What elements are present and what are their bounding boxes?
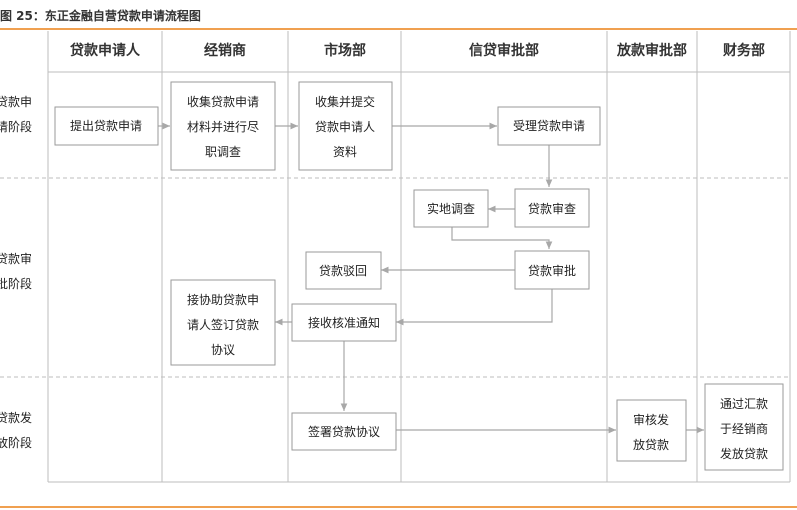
- svg-text:资料: 资料: [333, 145, 357, 159]
- svg-text:放贷款: 放贷款: [633, 437, 669, 452]
- svg-text:协议: 协议: [211, 342, 235, 357]
- flow-box-receive-notice: 接收核准通知: [291, 303, 397, 342]
- svg-text:实地调查: 实地调查: [427, 201, 475, 216]
- flow-box-submit-application: 提出贷款申请: [54, 106, 159, 146]
- svg-text:于经销商: 于经销商: [720, 421, 768, 436]
- flow-box-loan-rejected: 贷款驳回: [305, 251, 382, 290]
- flow-box-assist-signing: 接协助贷款申 请人签订贷款 协议: [170, 279, 276, 366]
- svg-text:贷款驳回: 贷款驳回: [319, 264, 367, 278]
- column-header-disbursement-approval: 放款审批部: [616, 42, 687, 59]
- stage-label-disbursement-l2: 放阶段: [0, 435, 32, 450]
- svg-text:通过汇款: 通过汇款: [720, 397, 768, 411]
- svg-text:收集并提交: 收集并提交: [315, 94, 375, 109]
- svg-text:签署贷款协议: 签署贷款协议: [308, 424, 380, 439]
- flow-box-submit-materials: 收集并提交 贷款申请人 资料: [298, 81, 393, 171]
- stage-label-application-l1: 贷款申: [0, 95, 32, 109]
- svg-text:职调查: 职调查: [205, 145, 241, 159]
- flow-box-loan-review: 贷款审查: [514, 188, 590, 228]
- svg-text:受理贷款申请: 受理贷款申请: [513, 119, 585, 133]
- column-header-marketing: 市场部: [324, 42, 366, 59]
- stage-label-disbursement-l1: 贷款发: [0, 410, 32, 425]
- column-header-credit-approval: 信贷审批部: [469, 42, 539, 59]
- stage-label-approval-l2: 批阶段: [0, 276, 32, 291]
- flow-box-review-disburse: 审核发 放贷款: [616, 399, 687, 462]
- figure-caption: 图 25：东正金融自营贷款申请流程图: [0, 9, 201, 23]
- svg-text:贷款申请人: 贷款申请人: [315, 120, 375, 134]
- column-header-applicant: 贷款申请人: [70, 42, 141, 59]
- column-headers: 贷款申请人 经销商 市场部 信贷审批部 放款审批部 财务部: [70, 42, 765, 59]
- flow-box-collect-materials: 收集贷款申请 材料并进行尽 职调查: [170, 81, 276, 171]
- svg-text:材料并进行尽: 材料并进行尽: [187, 120, 259, 134]
- svg-text:接收核准通知: 接收核准通知: [308, 315, 380, 330]
- column-header-finance: 财务部: [722, 42, 765, 59]
- svg-text:接协助贷款申: 接协助贷款申: [187, 292, 259, 307]
- flow-box-remit-disburse: 通过汇款 于经销商 发放贷款: [704, 383, 784, 471]
- flow-box-loan-approval: 贷款审批: [514, 250, 590, 290]
- svg-text:发放贷款: 发放贷款: [720, 446, 768, 461]
- flow-arrows: [158, 122, 704, 434]
- flow-box-sign-agreement: 签署贷款协议: [291, 412, 397, 451]
- svg-text:贷款审批: 贷款审批: [528, 263, 576, 278]
- flow-box-accept-application: 受理贷款申请: [497, 106, 601, 146]
- svg-text:贷款审查: 贷款审查: [528, 201, 576, 216]
- stage-label-approval-l1: 贷款审: [0, 251, 32, 266]
- swimlane-grid: [0, 31, 791, 483]
- arrow-site-to-approval: [451, 227, 553, 249]
- column-header-dealer: 经销商: [204, 42, 246, 59]
- svg-text:审核发: 审核发: [633, 412, 669, 427]
- stage-labels: 贷款申 请阶段 贷款审 批阶段 贷款发 放阶段: [0, 95, 32, 450]
- svg-text:提出贷款申请: 提出贷款申请: [70, 118, 142, 133]
- svg-text:收集贷款申请: 收集贷款申请: [187, 94, 259, 109]
- svg-text:请人签订贷款: 请人签订贷款: [187, 317, 259, 332]
- arrow-approval-to-notice: [396, 289, 553, 326]
- flow-box-site-investigation: 实地调查: [413, 189, 489, 228]
- stage-label-application-l2: 请阶段: [0, 119, 32, 134]
